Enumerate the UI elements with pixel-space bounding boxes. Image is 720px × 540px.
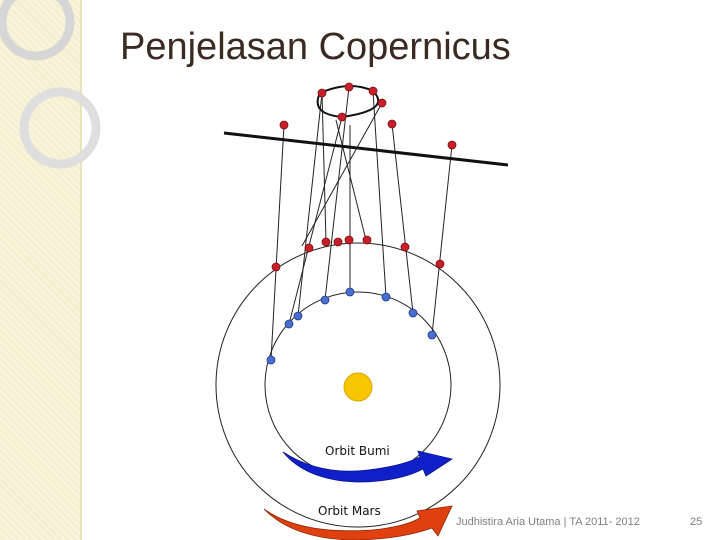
reference-line [223,131,509,167]
mars-orbit-label: Orbit Mars [318,504,381,518]
apparent-position [377,98,387,108]
apparent-position [344,82,354,92]
apparent-position [387,119,397,129]
apparent-positions [279,82,457,150]
decorative-rings [0,0,101,169]
earth-position [408,308,418,318]
sidebar-edge [80,0,82,540]
apparent-position [317,88,327,98]
page-title: Penjelasan Copernicus [120,26,511,68]
apparent-position [368,86,378,96]
mars-position [304,243,314,253]
footer-text: Judhistira Aria Utama | TA 2011- 2012 [456,516,640,528]
earth-position [345,287,355,297]
apparent-position [337,112,347,122]
earth-position [320,295,330,305]
earth-positions [266,287,437,365]
mars-orbit-circle [215,242,501,528]
earth-orbit-arrow [282,450,453,483]
mars-orbit-arrow [263,505,453,540]
earth-position [284,319,294,329]
mars-position [321,237,331,247]
mars-positions [271,235,445,272]
apparent-position [447,140,457,150]
earth-position [427,330,437,340]
earth-orbit-label: Orbit Bumi [325,444,390,458]
earth-position [293,311,303,321]
page-number: 25 [690,516,703,528]
ring-middle [19,87,101,169]
mars-position [333,237,343,247]
earth-position [266,355,276,365]
ring-top [0,0,75,61]
mars-position [435,259,445,269]
earth-position [381,292,391,302]
mars-position [344,235,354,245]
apparent-position [279,120,289,130]
mars-position [400,242,410,252]
mars-position [362,235,372,245]
mars-position [271,262,281,272]
sight-lines [270,86,453,361]
sun [343,372,373,402]
